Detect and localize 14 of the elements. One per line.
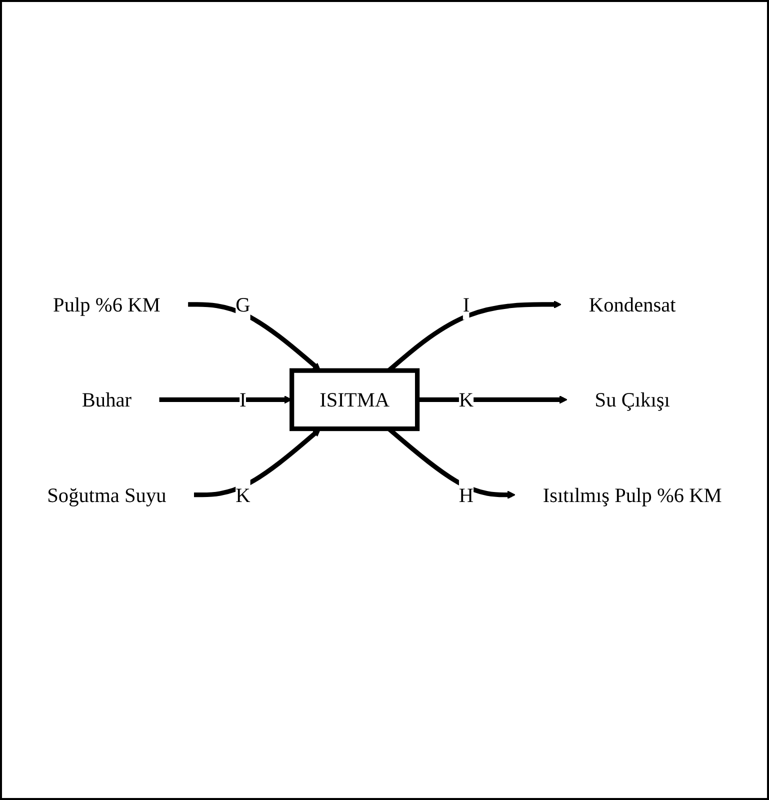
flow-diagram: G I I K K H Pulp %6 KM Kondensat Buhar ISITMA Su Çıkışı Soğutma Suyu Isıtılmış Pulp %6 KM <box>12 268 757 532</box>
node-text: Buhar <box>82 388 132 412</box>
edge-label: H <box>458 484 474 507</box>
node-text: Soğutma Suyu <box>47 484 166 507</box>
node-box <box>290 368 420 432</box>
node-text: Pulp %6 KM <box>53 293 160 316</box>
edge-label: G <box>236 293 250 316</box>
node-text: Kondensat <box>588 293 676 316</box>
node-text: Isıtılmış Pulp %6 KM <box>542 484 722 507</box>
edge-label: I <box>462 293 470 316</box>
edge-label: K <box>236 484 250 507</box>
edge-label: I <box>240 388 246 412</box>
node-text: Su Çıkışı <box>594 388 670 412</box>
edge-label: K <box>458 388 474 412</box>
